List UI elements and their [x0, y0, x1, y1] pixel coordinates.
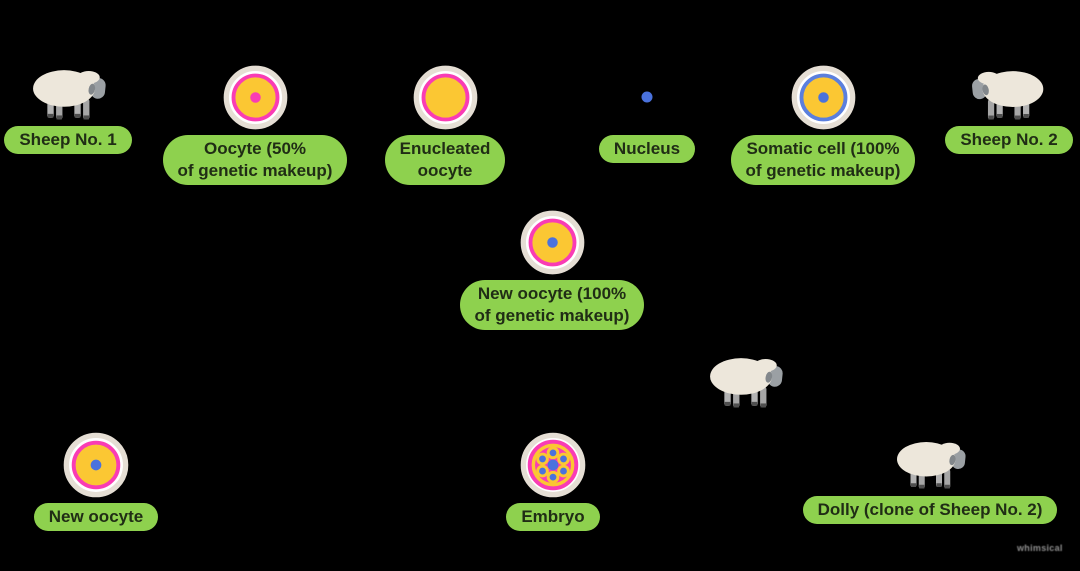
node-new-oocyte-100: New oocyte (100% of genetic makeup)	[452, 208, 652, 331]
label-pill: Sheep No. 2	[945, 126, 1073, 155]
node-enucleated-oocyte: Enucleated oocyte	[345, 63, 545, 186]
node-somatic-cell: Somatic cell (100% of genetic makeup)	[723, 63, 923, 186]
new-oocyte-icon	[62, 431, 130, 499]
label-pill: Enucleated oocyte	[384, 135, 506, 186]
sheep-icon	[705, 355, 785, 409]
label-pill: New oocyte	[33, 503, 159, 532]
sheep-icon	[892, 436, 968, 492]
new-oocyte-icon	[519, 208, 586, 276]
label-pill: Oocyte (50% of genetic makeup)	[162, 135, 348, 186]
sheep-icon	[970, 66, 1048, 122]
label-pill: Dolly (clone of Sheep No. 2)	[802, 496, 1058, 525]
label-pill: New oocyte (100% of genetic makeup)	[459, 280, 645, 331]
enucleated-oocyte-icon	[412, 63, 479, 131]
somatic-cell-icon	[790, 63, 857, 131]
node-nucleus: Nucleus	[572, 63, 722, 164]
node-embryo: Embryo	[473, 431, 633, 532]
node-sheep-1: Sheep No. 1	[0, 66, 143, 155]
label-pill: Somatic cell (100% of genetic makeup)	[730, 135, 916, 186]
node-dolly: Dolly (clone of Sheep No. 2)	[795, 436, 1065, 525]
watermark: whimsical	[1017, 543, 1063, 553]
node-new-oocyte: New oocyte	[16, 431, 176, 532]
node-surrogate-sheep	[700, 355, 790, 409]
nucleus-icon	[641, 63, 653, 131]
oocyte-icon	[222, 63, 289, 131]
label-pill: Sheep No. 1	[4, 126, 132, 155]
node-sheep-2: Sheep No. 2	[934, 66, 1080, 155]
node-oocyte-50: Oocyte (50% of genetic makeup)	[155, 63, 355, 186]
label-pill: Nucleus	[598, 135, 696, 164]
sheep-icon	[28, 66, 108, 122]
label-pill: Embryo	[506, 503, 600, 532]
embryo-icon	[519, 431, 587, 499]
